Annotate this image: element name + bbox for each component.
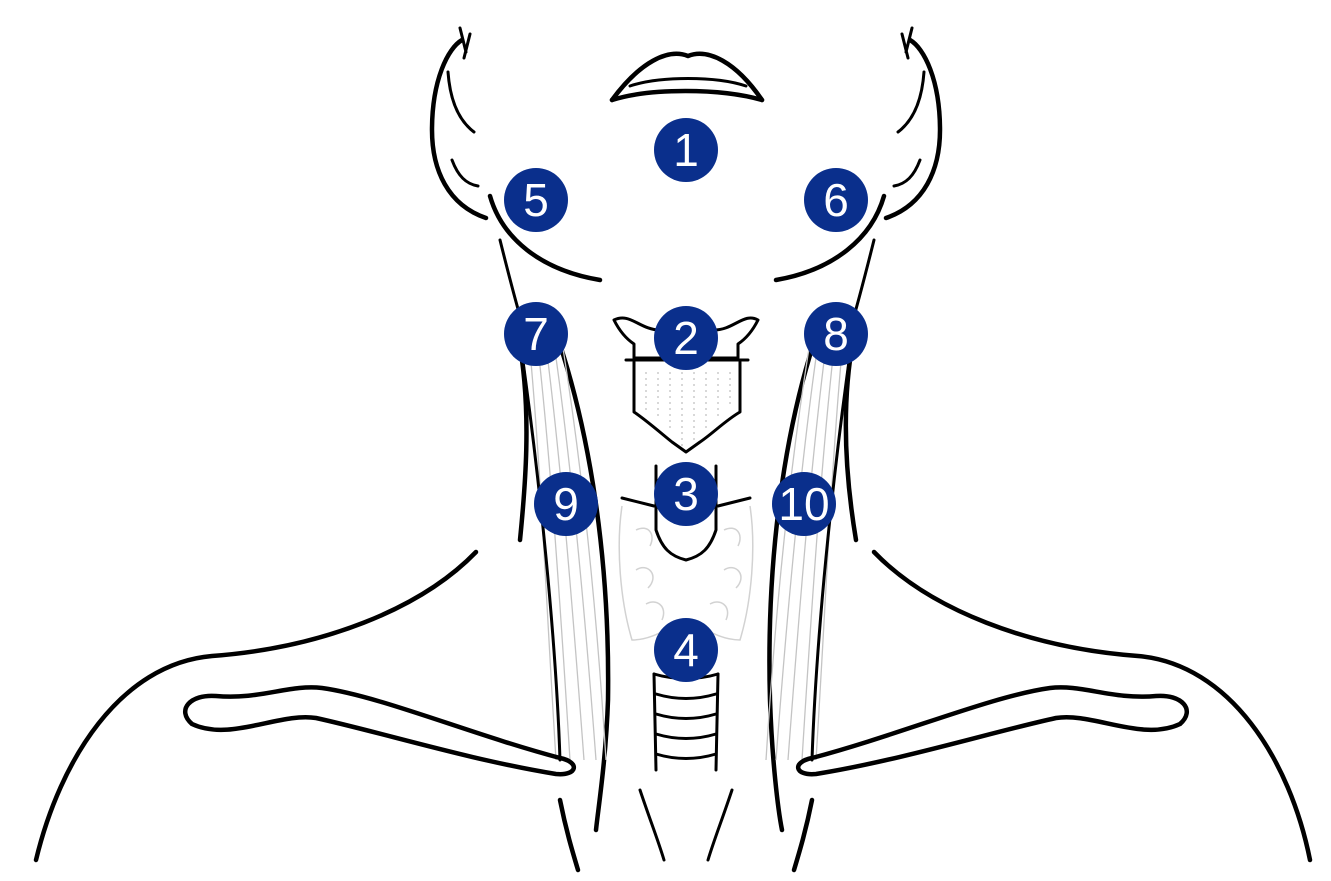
trachea-drawing [654,674,718,770]
shoulder-contours [36,552,1310,870]
marker-label-5: 5 [523,174,549,226]
marker-label-3: 3 [673,468,699,520]
muscle-right [520,330,606,760]
marker-label-2: 2 [673,312,699,364]
lymph-node-marker-2[interactable]: 2 [654,306,718,370]
ear-left-drawing [886,28,940,218]
lymph-node-marker-10[interactable]: 10 [772,472,836,536]
thyroid-cartilage-drawing [634,362,740,452]
lips-drawing [612,54,762,100]
lymph-node-marker-7[interactable]: 7 [504,302,568,366]
lymph-node-marker-6[interactable]: 6 [804,168,868,232]
lymph-node-marker-5[interactable]: 5 [504,168,568,232]
ear-right-drawing [432,28,486,218]
clavicle-right-drawing [185,687,574,774]
clavicle-left-drawing [798,687,1187,774]
lymph-node-marker-4[interactable]: 4 [654,618,718,682]
lymph-node-marker-1[interactable]: 1 [654,118,718,182]
marker-label-1: 1 [673,124,699,176]
muscle-left [766,330,852,760]
marker-label-7: 7 [523,308,549,360]
lymph-node-marker-8[interactable]: 8 [804,302,868,366]
marker-label-10: 10 [778,478,829,530]
marker-label-8: 8 [823,308,849,360]
marker-label-6: 6 [823,174,849,226]
lymph-node-marker-9[interactable]: 9 [534,472,598,536]
lymph-node-marker-3[interactable]: 3 [654,462,718,526]
marker-label-4: 4 [673,624,699,676]
marker-label-9: 9 [553,478,579,530]
